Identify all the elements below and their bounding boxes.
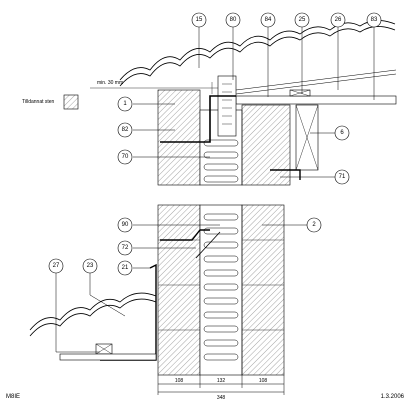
upper-right-brick xyxy=(241,104,291,186)
callout-top-83: 83 xyxy=(366,12,382,28)
legend-swatch xyxy=(63,94,79,110)
svg-text:72: 72 xyxy=(122,245,129,251)
callout-bottom-21: 21 xyxy=(117,260,133,276)
svg-text:90: 90 xyxy=(122,222,129,228)
callout-side-70: 70 xyxy=(117,149,133,165)
callout-bottom-2: 2 xyxy=(306,217,322,233)
svg-text:84: 84 xyxy=(265,17,272,23)
svg-text:70: 70 xyxy=(122,154,129,160)
callout-top-80: 80 xyxy=(225,12,241,28)
upper-left-brick xyxy=(157,89,201,186)
hatch-legend: Tilldannat sten xyxy=(22,94,79,110)
roof-beam xyxy=(235,95,397,105)
dim-middle: 132 xyxy=(217,378,226,384)
legend-label: Tilldannat sten xyxy=(22,99,55,105)
callout-leaders xyxy=(55,27,375,353)
dim-total: 348 xyxy=(217,395,226,401)
callout-side-82: 82 xyxy=(117,122,133,138)
drawing-date: 1.3.2006 xyxy=(381,394,405,400)
svg-text:21: 21 xyxy=(122,265,129,271)
svg-text:26: 26 xyxy=(335,17,342,23)
callout-bottom-27: 27 xyxy=(48,258,64,274)
dim-left: 108 xyxy=(175,378,184,384)
svg-text:15: 15 xyxy=(196,17,203,23)
callout-bottom-90: 90 xyxy=(117,217,133,233)
callout-top-15: 15 xyxy=(191,12,207,28)
svg-text:2: 2 xyxy=(312,222,316,228)
callout-top-26: 26 xyxy=(330,12,346,28)
svg-text:1: 1 xyxy=(123,101,127,107)
callout-side-1: 1 xyxy=(117,96,133,112)
svg-text:71: 71 xyxy=(339,174,346,180)
svg-text:25: 25 xyxy=(299,17,306,23)
svg-text:23: 23 xyxy=(87,263,94,269)
svg-text:83: 83 xyxy=(371,17,378,23)
lower-detail xyxy=(29,204,285,376)
svg-text:80: 80 xyxy=(230,17,237,23)
callout-top-25: 25 xyxy=(294,12,310,28)
callout-right-71: 71 xyxy=(334,169,350,185)
callout-bottom-72: 72 xyxy=(117,240,133,256)
callout-bottom-23: 23 xyxy=(82,258,98,274)
callout-top-84: 84 xyxy=(260,12,276,28)
min-distance-note: min. 30 mm xyxy=(97,80,123,86)
svg-text:82: 82 xyxy=(122,127,129,133)
dim-right: 108 xyxy=(259,378,268,384)
svg-text:27: 27 xyxy=(53,263,60,269)
callout-right-6: 6 xyxy=(334,125,350,141)
drawing-code: M8IE xyxy=(6,394,20,400)
lower-left-brick xyxy=(157,204,201,376)
upper-detail: min. 30 mm xyxy=(90,20,397,186)
dimension-lines xyxy=(157,375,285,395)
svg-text:6: 6 xyxy=(340,130,344,136)
lower-right-brick xyxy=(241,204,285,376)
